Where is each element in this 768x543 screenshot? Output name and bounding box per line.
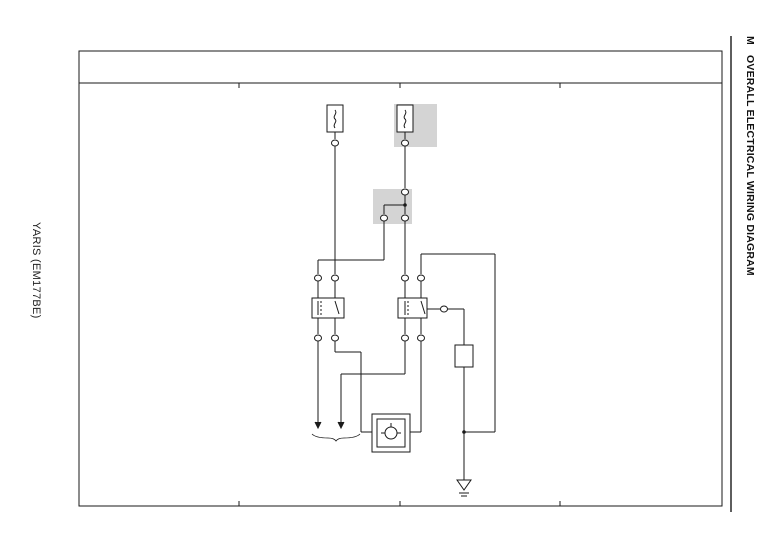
switch-left [311, 297, 345, 319]
section-header: M OVERALL ELECTRICAL WIRING DIAGRAM [738, 36, 756, 366]
model-label-text: YARIS (EM177BE) [30, 221, 42, 319]
wiring [311, 104, 496, 497]
fuse-right-element [403, 109, 407, 129]
model-label: YARIS (EM177BE) [26, 170, 46, 370]
frame-ticks [238, 83, 561, 506]
motor-inner-box [376, 418, 406, 448]
section-letter: M [744, 36, 756, 45]
motor-icon [384, 426, 398, 440]
ground-icon [456, 479, 472, 491]
component-box [454, 344, 474, 368]
fuse-left-element [333, 109, 337, 129]
section-title: OVERALL ELECTRICAL WIRING DIAGRAM [744, 54, 756, 276]
